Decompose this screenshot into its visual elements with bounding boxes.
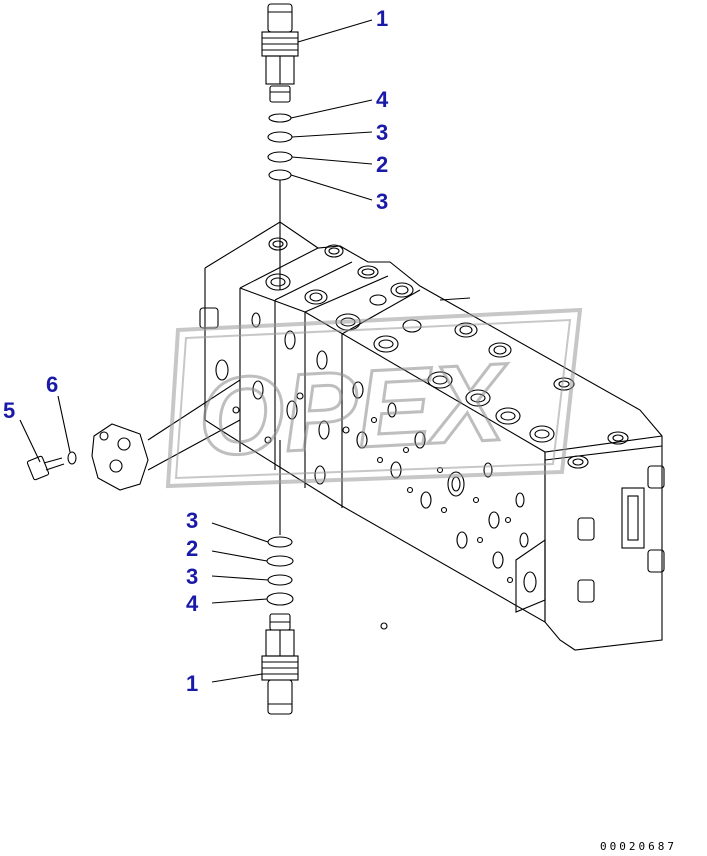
callout-bottom-part-2: 2	[186, 536, 199, 561]
svg-text:OPEX: OPEX	[195, 340, 512, 479]
callout-part-5: 5	[3, 398, 16, 423]
top-backup-ring-3b	[268, 169, 292, 181]
top-face-ports	[265, 237, 629, 469]
control-valve-body	[199, 221, 665, 651]
callout-part-6: 6	[46, 372, 59, 397]
callout-bottom-part-3a: 3	[186, 508, 199, 533]
watermark: OPEX	[165, 307, 583, 489]
leader-lines	[19, 19, 373, 683]
top-cartridge-part	[261, 3, 299, 103]
side-cover-part	[91, 379, 241, 491]
top-oring-2	[267, 151, 293, 163]
callout-top-part-1: 1	[376, 6, 389, 31]
callout-top-part-4: 4	[376, 87, 389, 112]
callout-bottom-part-4: 4	[186, 591, 199, 616]
bottom-cartridge-part	[261, 613, 299, 715]
callout-bottom-part-1: 1	[186, 671, 199, 696]
callout-top-part-2: 2	[376, 152, 389, 177]
washer-part-6	[67, 451, 77, 465]
callout-bottom-part-3b: 3	[186, 564, 199, 589]
top-oring-4	[268, 113, 292, 123]
front-face-holes	[215, 312, 529, 630]
bottom-oring-2	[266, 555, 294, 567]
bottom-backup-ring-3b	[267, 574, 293, 586]
callout-top-part-3a: 3	[376, 120, 389, 145]
callout-top-part-3b: 3	[376, 189, 389, 214]
bolt-part-5	[26, 455, 65, 481]
bottom-oring-4	[266, 592, 294, 606]
drawing-number: 00020687	[600, 840, 677, 853]
bottom-backup-ring-3a	[267, 536, 293, 548]
top-backup-ring-3a	[267, 131, 293, 143]
